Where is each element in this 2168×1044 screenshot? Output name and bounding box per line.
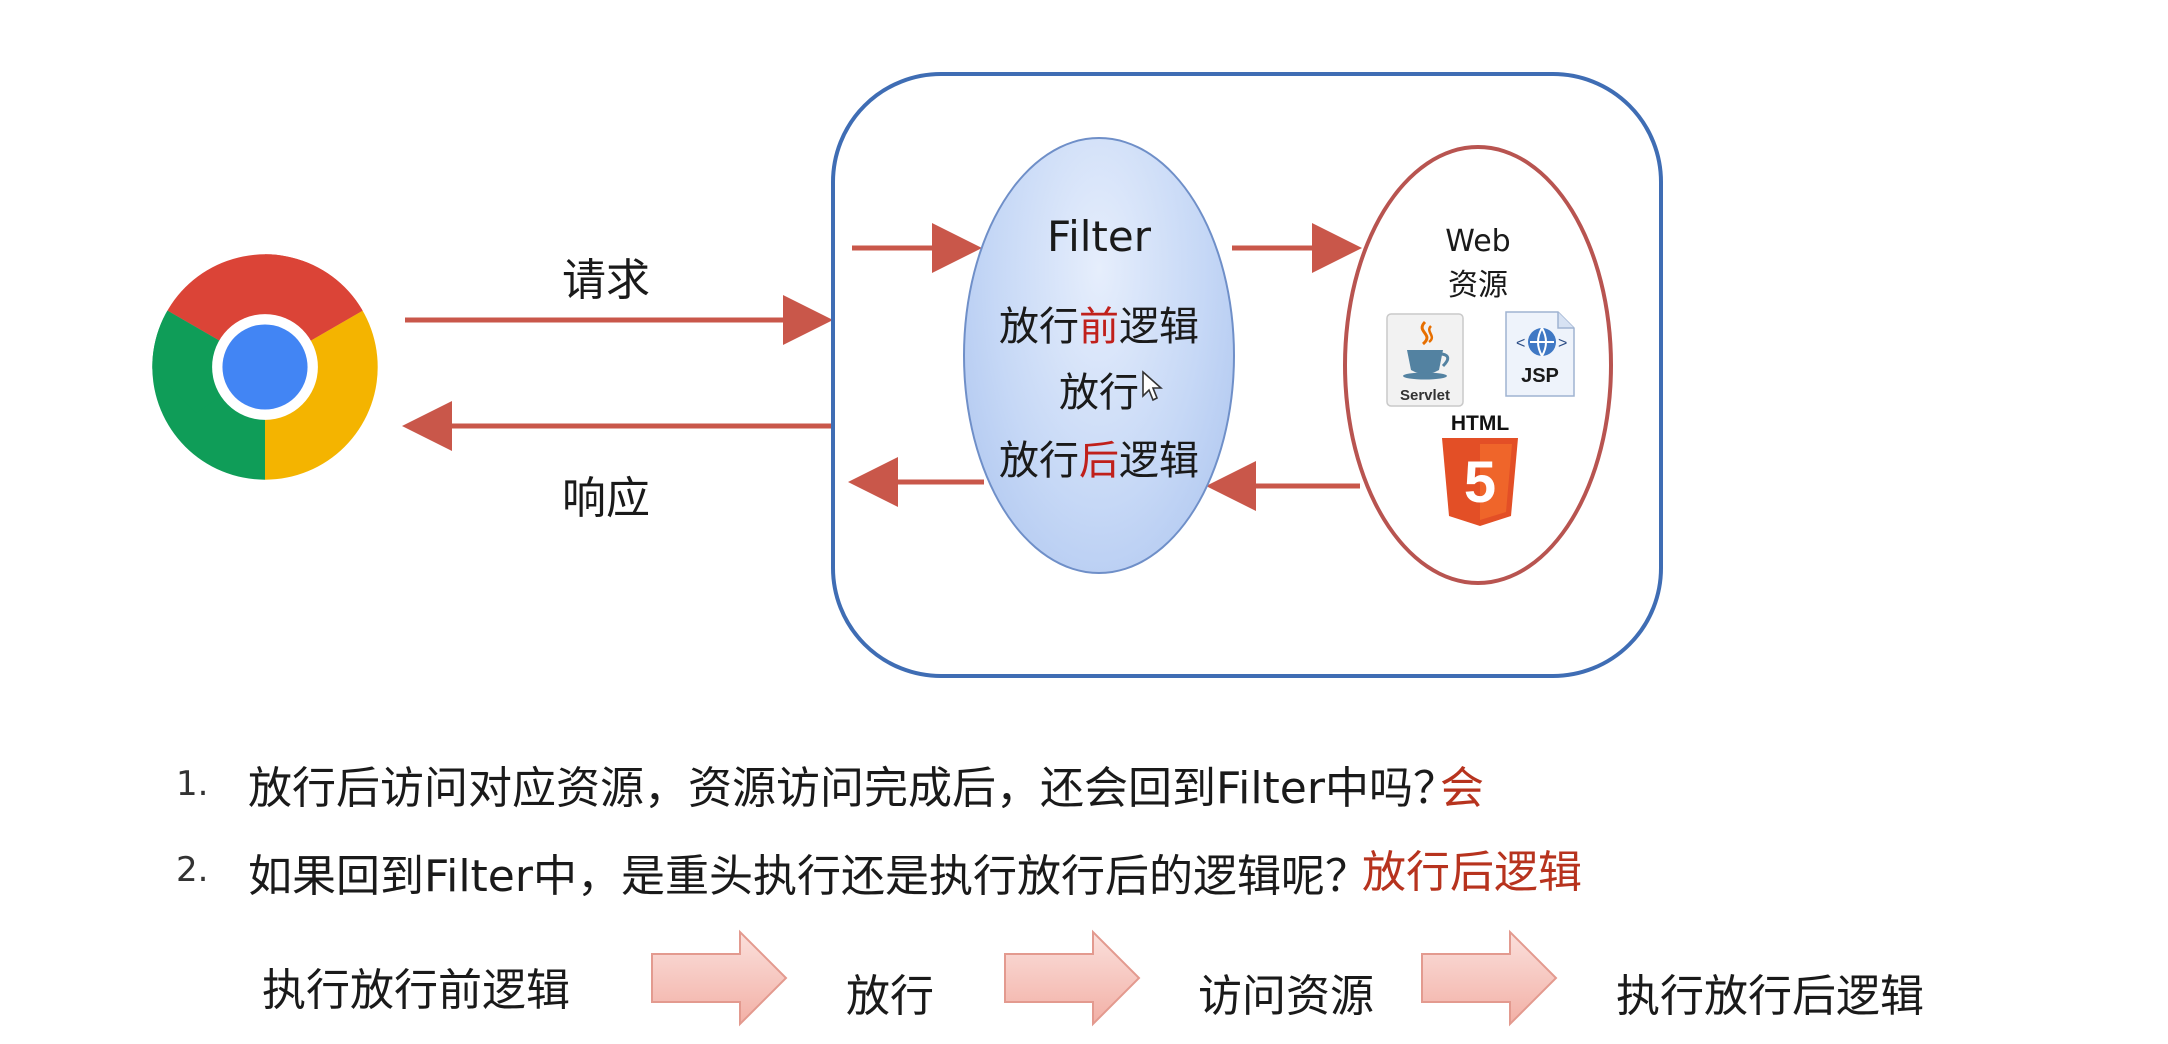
html-version: 5 (1464, 450, 1496, 515)
java-cup-icon: Servlet (1386, 313, 1464, 407)
chrome-logo-icon (152, 254, 378, 480)
web-resource-subtitle: 资源 (1448, 268, 1508, 303)
question-1-answer: 会 (1440, 763, 1484, 814)
question-2-answer: 放行后逻辑 (1362, 847, 1582, 898)
flow-arrow-2 (1004, 929, 1141, 1027)
flow-arrows (402, 223, 1362, 511)
server-container (831, 72, 1663, 678)
filter-pre-logic: 放行前逻辑 (999, 304, 1199, 350)
request-label: 请求 (562, 255, 650, 306)
html-label: HTML (1451, 412, 1509, 435)
filter-post-logic: 放行后逻辑 (999, 438, 1199, 484)
filter-pre-highlight: 前 (1079, 304, 1119, 350)
svg-text:>: > (1558, 335, 1567, 352)
jsp-label: JSP (1521, 365, 1559, 387)
svg-text:<: < (1516, 335, 1525, 352)
question-2-text: 如果回到Filter中，是重头执行还是执行放行后的逻辑呢？ (248, 851, 1369, 902)
filter-ellipse (963, 137, 1235, 574)
question-1-text: 放行后访问对应资源，资源访问完成后，还会回到Filter中吗？ (248, 763, 1457, 814)
flow-arrow-3 (1421, 929, 1558, 1027)
mouse-cursor-icon (1142, 370, 1163, 402)
servlet-label: Servlet (1400, 387, 1450, 404)
response-label: 响应 (562, 473, 650, 524)
question-2-number: 2. (176, 850, 209, 890)
flow-step-post-logic: 执行放行后逻辑 (1616, 971, 1924, 1022)
question-1-number: 1. (176, 764, 209, 804)
flow-step-pre-logic: 执行放行前逻辑 (262, 965, 570, 1016)
filter-pass: 放行 (1059, 370, 1139, 416)
filter-post-highlight: 后 (1079, 438, 1119, 484)
filter-title: Filter (1046, 212, 1151, 261)
web-resource-title: Web (1445, 224, 1511, 259)
html5-icon: HTML 5 (1442, 412, 1518, 526)
flow-step-pass: 放行 (846, 971, 934, 1022)
jsp-icon: < > JSP (1505, 311, 1575, 397)
flow-arrow-1 (651, 929, 788, 1027)
flow-step-access-resource: 访问资源 (1198, 971, 1374, 1022)
